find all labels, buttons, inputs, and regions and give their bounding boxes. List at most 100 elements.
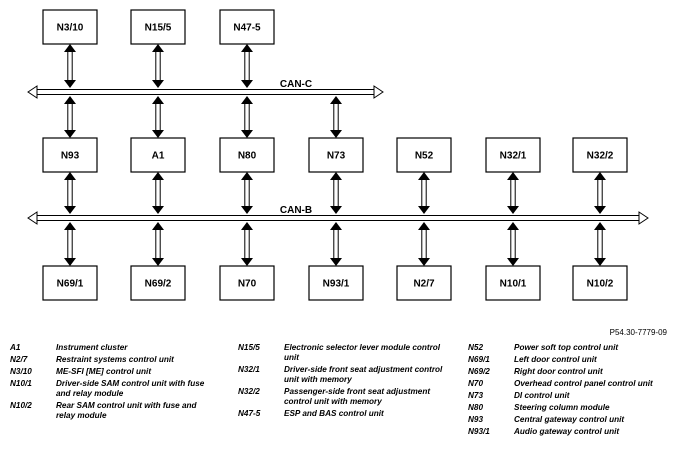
link-can-c-a1	[152, 96, 164, 138]
link-n3-10-can-c	[64, 44, 76, 88]
link-can-b-n10-1	[507, 222, 519, 266]
can-b-bus-label: CAN-B	[280, 205, 312, 216]
legend-entry-n47-5: N47-5 ESP and BAS control unit	[238, 409, 448, 419]
link-can-b-n10-2	[594, 222, 606, 266]
legend-code: N47-5	[238, 409, 261, 418]
control-unit-n3-10: N3/10	[42, 9, 98, 45]
legend-entry-n69-2: N69/2 Right door control unit	[468, 367, 673, 377]
legend-description: ME-SFI [ME] control unit	[56, 367, 152, 376]
legend-description: Driver-side SAM control unit with fuse a…	[56, 379, 205, 398]
legend-entry-n52: N52 Power soft top control unit	[468, 343, 673, 353]
legend-description: Left door control unit	[514, 355, 597, 364]
control-unit-n2-7: N2/7	[396, 265, 452, 301]
control-unit-label: N93/1	[323, 279, 350, 290]
control-unit-n93: N93	[42, 137, 98, 173]
link-can-b-n69-2	[152, 222, 164, 266]
can-c-bus: CAN-C	[27, 79, 384, 99]
legend-description: Driver-side front seat adjustment contro…	[284, 365, 443, 384]
figure-id: P54.30-7779-09	[609, 328, 667, 337]
legend-entry-n32-2: N32/2 Passenger-side front seat adjustmen…	[238, 387, 448, 407]
link-n52-can-b	[418, 172, 430, 214]
control-unit-label: N2/7	[413, 279, 435, 290]
legend-code: N15/5	[238, 343, 260, 352]
legend-description: Central gateway control unit	[514, 415, 625, 424]
link-n93-can-b	[64, 172, 76, 214]
legend-entry-n93: N93 Central gateway control unit	[468, 415, 673, 425]
control-unit-label: N15/5	[145, 23, 172, 34]
link-n73-can-b	[330, 172, 342, 214]
control-unit-n70: N70	[219, 265, 275, 301]
control-unit-n80: N80	[219, 137, 275, 173]
control-unit-label: N32/2	[587, 151, 614, 162]
control-unit-n32-1: N32/1	[485, 137, 541, 173]
legend-description: Instrument cluster	[56, 343, 128, 352]
legend-column-2: N15/5 Electronic selector lever module co…	[238, 343, 448, 421]
link-can-b-n2-7	[418, 222, 430, 266]
control-unit-label: N93	[61, 151, 80, 162]
control-unit-label: A1	[152, 151, 165, 162]
link-can-c-n80	[241, 96, 253, 138]
link-a1-can-b	[152, 172, 164, 214]
legend-code: N52	[468, 343, 484, 352]
legend-code: N32/1	[238, 365, 260, 374]
control-unit-n10-1: N10/1	[485, 265, 541, 301]
legend-description: Overhead control panel control unit	[514, 379, 653, 388]
legend-code: N70	[468, 379, 484, 388]
legend-description: Power soft top control unit	[514, 343, 619, 352]
control-unit-a1: A1	[130, 137, 186, 173]
control-unit-label: N47-5	[233, 23, 261, 34]
link-can-c-n73	[330, 96, 342, 138]
control-unit-label: N10/1	[500, 279, 527, 290]
link-n47-5-can-c	[241, 44, 253, 88]
legend-code: N32/2	[238, 387, 260, 396]
control-unit-n93-1: N93/1	[308, 265, 364, 301]
legend-code: N3/10	[10, 367, 32, 376]
legend-description: ESP and BAS control unit	[284, 409, 384, 418]
legend-code: N69/2	[468, 367, 490, 376]
control-unit-n47-5: N47-5	[219, 9, 275, 45]
link-can-b-n93-1	[330, 222, 342, 266]
legend-entry-n2-7: N2/7 Restraint systems control unit	[10, 355, 215, 365]
control-unit-label: N69/2	[145, 279, 172, 290]
control-unit-label: N80	[238, 151, 257, 162]
control-unit-label: N3/10	[57, 23, 84, 34]
control-unit-label: N52	[415, 151, 434, 162]
legend-code: N93	[468, 415, 484, 424]
control-unit-n69-1: N69/1	[42, 265, 98, 301]
control-unit-n73: N73	[308, 137, 364, 173]
legend-entry-n70: N70 Overhead control panel control unit	[468, 379, 673, 389]
control-unit-n52: N52	[396, 137, 452, 173]
legend-code: N2/7	[10, 355, 28, 364]
control-unit-label: N70	[238, 279, 257, 290]
link-n15-5-can-c	[152, 44, 164, 88]
legend-code: N73	[468, 391, 484, 400]
control-unit-n15-5: N15/5	[130, 9, 186, 45]
legend-description: Electronic selector lever module control…	[284, 343, 441, 362]
control-unit-label: N69/1	[57, 279, 84, 290]
link-can-b-n69-1	[64, 222, 76, 266]
legend-code: N69/1	[468, 355, 490, 364]
legend-description: Restraint systems control unit	[56, 355, 174, 364]
legend-entry-n69-1: N69/1 Left door control unit	[468, 355, 673, 365]
control-unit-label: N73	[327, 151, 346, 162]
connection-arrows	[64, 44, 606, 266]
legend-code: N93/1	[468, 427, 490, 436]
legend-description: Passenger-side front seat adjustment con…	[284, 387, 431, 406]
legend-entry-n32-1: N32/1 Driver-side front seat adjustment c…	[238, 365, 448, 385]
link-can-b-n70	[241, 222, 253, 266]
link-can-c-n93	[64, 96, 76, 138]
legend-description: Right door control unit	[514, 367, 603, 376]
link-n32-1-can-b	[507, 172, 519, 214]
legend-entry-n3-10: N3/10 ME-SFI [ME] control unit	[10, 367, 215, 377]
legend-code: N80	[468, 403, 484, 412]
control-unit-n69-2: N69/2	[130, 265, 186, 301]
